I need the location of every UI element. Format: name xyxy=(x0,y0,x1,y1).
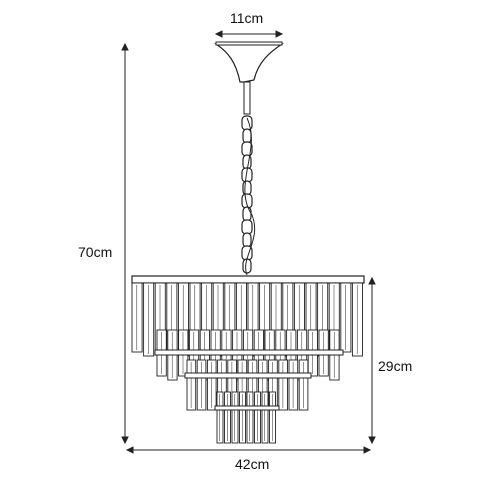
top-ring xyxy=(131,275,365,284)
middle-ring xyxy=(154,349,344,356)
total-height-label: 70cm xyxy=(78,244,113,260)
body-height-label: 29cm xyxy=(378,358,413,374)
body-height-dimension xyxy=(368,276,376,445)
crystal-prism xyxy=(298,359,309,411)
canopy-width-label: 11cm xyxy=(230,10,264,26)
canopy-plate xyxy=(215,41,283,46)
chain-link xyxy=(242,258,252,274)
lower-ring xyxy=(184,372,312,379)
crystal-prism xyxy=(143,282,155,357)
diameter-dimension xyxy=(125,446,372,454)
chain-link xyxy=(242,180,252,196)
canopy-width-dimension xyxy=(214,30,284,38)
chain-link xyxy=(242,128,252,144)
chain-link xyxy=(242,232,252,248)
crystal-tier-3 xyxy=(186,359,309,411)
chain-link xyxy=(241,219,253,235)
total-height-dimension xyxy=(121,42,129,445)
ceiling-canopy xyxy=(214,43,284,83)
crystal-tier-4 xyxy=(216,391,276,444)
chain-link xyxy=(242,206,252,222)
power-cable xyxy=(244,117,256,276)
diameter-label: 42cm xyxy=(235,456,270,472)
canopy-stem xyxy=(243,81,251,115)
bottom-ring xyxy=(214,405,280,411)
